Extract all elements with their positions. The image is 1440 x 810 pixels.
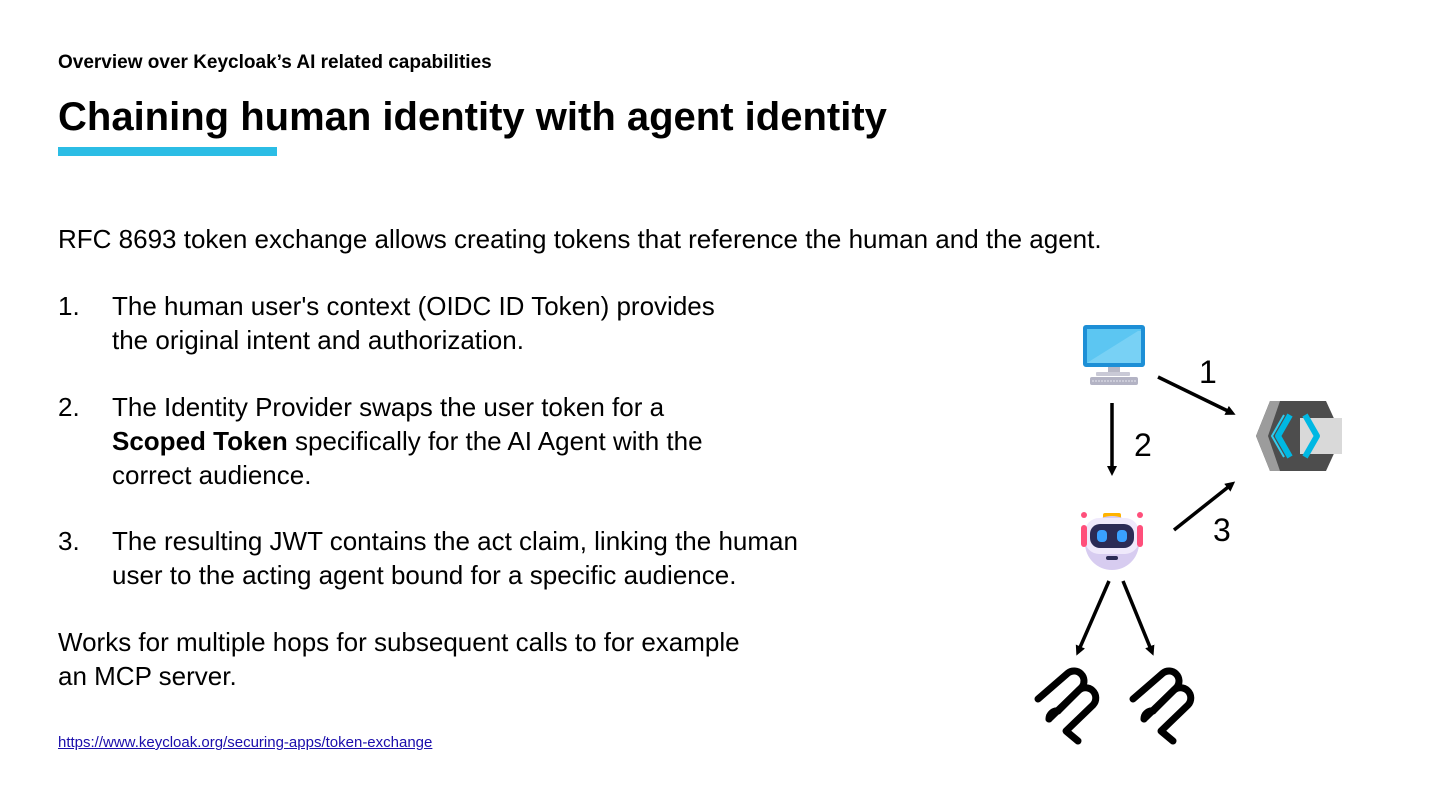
arrow-to-mcp-left: [1075, 580, 1111, 656]
title-accent-bar: [58, 147, 277, 156]
token-exchange-diagram: 1 2 3: [1034, 325, 1342, 745]
list-number: 3.: [58, 526, 80, 556]
list-item-text: The human user's context (OIDC ID Token)…: [112, 291, 715, 355]
arrow-1: [1157, 375, 1236, 415]
token-exchange-link[interactable]: https://www.keycloak.org/securing-apps/t…: [58, 734, 433, 751]
mcp-icon: [1034, 667, 1100, 745]
robot-icon: [1081, 512, 1143, 570]
intro-text: RFC 8693 token exchange allows creating …: [58, 224, 1102, 254]
arrow-label-3: 3: [1213, 512, 1231, 548]
arrow-3: [1172, 481, 1236, 532]
multi-hop-text: Works for multiple hops for subsequent c…: [58, 627, 740, 691]
slide-title: Chaining human identity with agent ident…: [58, 95, 887, 139]
list-item-text: The resulting JWT contains the act claim…: [112, 526, 798, 590]
arrow-to-mcp-right: [1121, 580, 1155, 656]
computer-icon: [1083, 325, 1145, 385]
slide-subtitle: Overview over Keycloak’s AI related capa…: [58, 52, 492, 73]
list-number: 2.: [58, 392, 80, 422]
list-number: 1.: [58, 291, 80, 321]
list-item-text: The Identity Provider swaps the user tok…: [112, 392, 703, 490]
keycloak-logo-icon: [1256, 401, 1342, 471]
scoped-token-bold: Scoped Token: [112, 426, 288, 456]
mcp-icon: [1129, 667, 1195, 745]
arrow-label-2: 2: [1134, 427, 1152, 463]
arrow-label-1: 1: [1199, 354, 1217, 390]
